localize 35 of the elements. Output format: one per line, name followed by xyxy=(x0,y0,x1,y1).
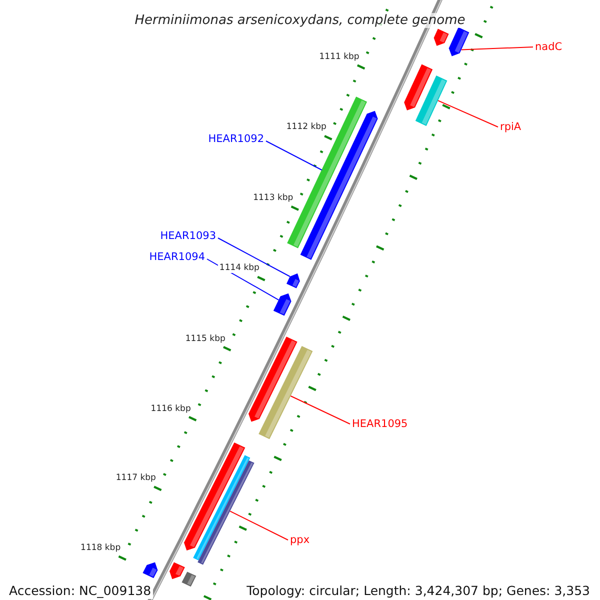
gene-label: nadC xyxy=(535,41,562,53)
gene-feature xyxy=(448,27,470,56)
gene-feature xyxy=(415,76,448,126)
scale-label: 1116 kbp xyxy=(150,404,192,414)
gene-label: HEAR1092 xyxy=(208,133,264,145)
gene-label: HEAR1093 xyxy=(160,230,216,242)
gene-feature xyxy=(182,572,196,587)
scale-label: 1115 kbp xyxy=(184,334,226,344)
leader-line xyxy=(460,46,534,50)
gene-feature xyxy=(170,562,185,580)
footer-text: Accession: NC_009138 xyxy=(7,583,154,599)
gene-feature xyxy=(286,273,300,288)
leader-line xyxy=(266,140,322,170)
gene-feature xyxy=(273,293,292,316)
gene-label: rpiA xyxy=(500,121,522,133)
scale-label: 1117 kbp xyxy=(114,473,157,484)
footer-text: Topology: circular; Length: 3,424,307 bp; Genes: 3,353 xyxy=(244,583,592,599)
leader-line xyxy=(290,396,350,424)
gene-feature xyxy=(258,346,313,440)
gene-feature xyxy=(404,64,433,110)
gene-label: HEAR1095 xyxy=(352,418,408,430)
gene-feature xyxy=(248,336,298,422)
gene-feature xyxy=(142,562,158,578)
gene-feature xyxy=(434,28,449,46)
scale-label: 1118 kbp xyxy=(80,542,122,553)
leader-line xyxy=(438,100,498,128)
scale-label: 1114 kbp xyxy=(218,263,260,274)
leader-line xyxy=(218,238,290,277)
gene-label: ppx xyxy=(290,534,310,546)
gene-label: HEAR1094 xyxy=(149,251,205,263)
scale-label: 1112 kbp xyxy=(285,122,328,132)
leader-line xyxy=(230,510,288,540)
gene-feature xyxy=(184,442,246,550)
scale-label: 1113 kbp xyxy=(252,193,294,204)
scale-label: 1111 kbp xyxy=(318,52,360,62)
